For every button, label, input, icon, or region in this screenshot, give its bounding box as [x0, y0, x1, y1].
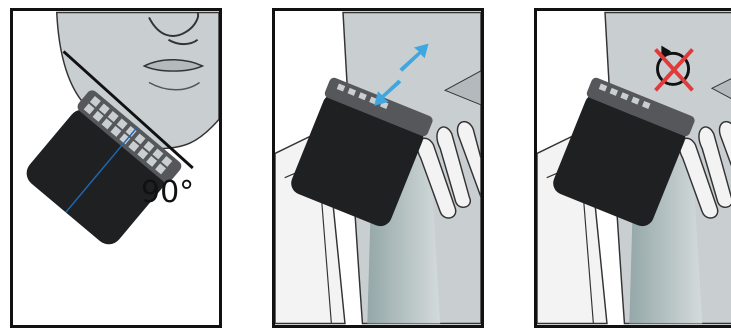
illustration-no-rotation [537, 11, 731, 325]
panel-move-back-and-forth [272, 8, 484, 328]
panel-do-not-rotate [534, 8, 731, 328]
illustration-shaver-90-degrees [13, 11, 219, 325]
angle-label: 90° [141, 175, 194, 210]
illustration-neck-shaving-motion [275, 11, 481, 325]
panel-hold-at-90-degrees: 90° [10, 8, 222, 328]
